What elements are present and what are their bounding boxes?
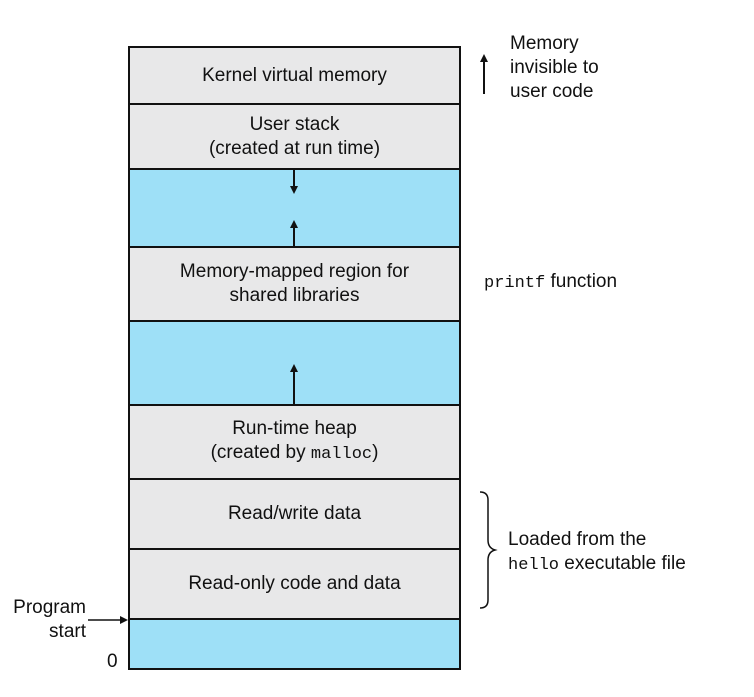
read-write-data-segment: Read/write data bbox=[130, 480, 459, 550]
program-start-line-2: start bbox=[49, 621, 86, 642]
printf-code: printf bbox=[484, 274, 546, 293]
heap-label: Run-time heap bbox=[232, 418, 357, 439]
program-start-line-1: Program bbox=[13, 597, 86, 618]
loaded-note-text: executable file bbox=[559, 553, 686, 574]
heap-sublabel-suffix: ) bbox=[372, 442, 379, 463]
read-only-code-segment: Read-only code and data bbox=[130, 550, 459, 620]
kernel-note-line-1: Memory bbox=[510, 33, 579, 54]
free-space-upper bbox=[130, 170, 459, 248]
mmap-sublabel: shared libraries bbox=[229, 285, 360, 306]
loaded-brace bbox=[479, 491, 498, 609]
hello-code: hello bbox=[508, 556, 560, 575]
printf-note: printf function bbox=[484, 270, 617, 296]
loaded-note: Loaded from the hello executable file bbox=[508, 528, 686, 578]
user-stack-sublabel: (created at run time) bbox=[208, 137, 381, 159]
heap-sublabel: (created by malloc) bbox=[211, 441, 379, 467]
reserved-bottom-segment bbox=[130, 620, 459, 668]
kernel-note: Memory invisible to user code bbox=[510, 32, 599, 104]
address-zero-label: 0 bbox=[107, 651, 118, 672]
heap-sublabel-prefix: (created by bbox=[210, 442, 311, 463]
run-time-heap-segment: Run-time heap (created by malloc) bbox=[130, 406, 459, 480]
kernel-note-line-3: user code bbox=[510, 81, 594, 102]
kernel-note-line-2: invisible to bbox=[510, 57, 599, 78]
program-start-label: Program start bbox=[0, 596, 86, 644]
user-stack-label: User stack bbox=[249, 113, 340, 135]
mmap-label: Memory-mapped region for bbox=[179, 261, 410, 282]
printf-text: function bbox=[545, 271, 618, 292]
ro-code-label: Read-only code and data bbox=[188, 573, 401, 594]
memory-layout-stack: Kernel virtual memory User stack (create… bbox=[128, 46, 461, 670]
loaded-note-line-2: hello executable file bbox=[508, 552, 686, 578]
kernel-label: Kernel virtual memory bbox=[202, 64, 387, 86]
memory-mapped-region-segment: Memory-mapped region for shared librarie… bbox=[130, 248, 459, 322]
malloc-code: malloc bbox=[310, 445, 373, 464]
loaded-note-line-1: Loaded from the bbox=[508, 529, 647, 550]
rw-data-label: Read/write data bbox=[227, 503, 362, 524]
kernel-virtual-memory-segment: Kernel virtual memory bbox=[130, 48, 459, 105]
free-space-lower bbox=[130, 322, 459, 406]
user-stack-segment: User stack (created at run time) bbox=[130, 105, 459, 170]
